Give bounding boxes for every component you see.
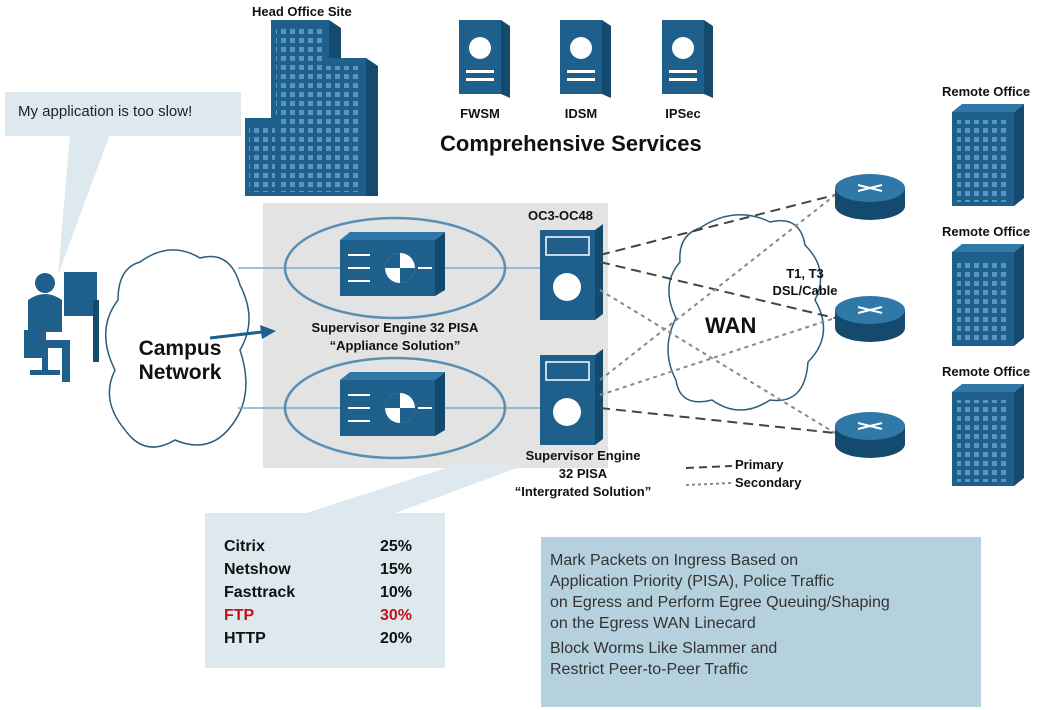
user-person-icon xyxy=(24,272,99,382)
wan-cloud xyxy=(667,214,825,411)
link-type-line2: DSL/Cable xyxy=(772,283,838,298)
stat-name: Netshow xyxy=(224,561,291,578)
legend-secondary-label: Secondary xyxy=(735,475,802,490)
services-title: Comprehensive Services xyxy=(440,131,702,156)
switch-bottom-icon xyxy=(540,349,603,445)
note-paragraph-1: Mark Packets on Ingress Based on Applica… xyxy=(550,552,890,632)
head-office-label: Head Office Site xyxy=(252,4,352,19)
campus-cloud xyxy=(104,249,250,448)
remote-office-2-building-icon xyxy=(952,244,1024,346)
pisa-integrated-appliance-icon xyxy=(340,372,445,436)
switch-top-icon xyxy=(540,224,603,320)
campus-arrow xyxy=(209,325,276,340)
ipsec-module-icon xyxy=(662,20,713,98)
legend-lines xyxy=(685,465,733,486)
stat-name: HTTP xyxy=(224,630,266,647)
remote-office-2-label: Remote Office xyxy=(942,224,1031,239)
link-type-line1: T1, T3 xyxy=(786,266,824,281)
remote-office-3-building-icon xyxy=(952,384,1024,486)
router-3-icon xyxy=(835,412,905,458)
service-label-ipsec: IPSec xyxy=(665,106,701,121)
fwsm-module-icon xyxy=(459,20,510,98)
oc-label: OC3-OC48 xyxy=(528,208,594,223)
integrated-label-line2: 32 PISA xyxy=(558,466,608,481)
stat-value: 15% xyxy=(380,561,413,578)
appliance-label-line1: Supervisor Engine 32 PISA xyxy=(311,320,479,335)
stat-name: Citrix xyxy=(224,538,265,555)
wan-label: WAN xyxy=(705,313,757,338)
pisa-appliance-icon xyxy=(340,232,445,296)
stat-name: FTP xyxy=(224,607,255,624)
legend-primary-label: Primary xyxy=(735,457,784,472)
stats-callout-pointer xyxy=(300,465,525,515)
note-paragraph-2: Block Worms Like Slammer and Restrict Pe… xyxy=(550,640,778,678)
router-2-icon xyxy=(835,296,905,342)
primary-links xyxy=(599,194,836,434)
integrated-ellipse xyxy=(283,356,507,460)
traffic-stats-box: Citrix 25% Netshow 15% Fasttrack 10% FTP… xyxy=(205,513,445,668)
speech-bubble-text: My application is too slow! xyxy=(18,103,193,120)
appliance-label-line2: “Appliance Solution” xyxy=(329,338,461,353)
stat-value: 30% xyxy=(380,607,413,624)
stat-value: 25% xyxy=(380,538,413,555)
pisa-description-note: Mark Packets on Ingress Based on Applica… xyxy=(541,537,981,707)
campus-line1: Campus xyxy=(138,337,222,360)
stat-value: 10% xyxy=(380,584,413,601)
secondary-links xyxy=(599,194,836,434)
service-label-idsm: IDSM xyxy=(564,106,598,121)
remote-office-1-label: Remote Office xyxy=(942,84,1031,99)
integrated-label-line1: Supervisor Engine xyxy=(525,448,641,463)
campus-line2: Network xyxy=(138,361,222,384)
appliance-ellipse xyxy=(283,216,507,320)
remote-office-3-label: Remote Office xyxy=(942,364,1031,379)
idsm-module-icon xyxy=(560,20,611,98)
router-1-icon xyxy=(835,174,905,220)
stat-value: 20% xyxy=(380,630,413,647)
stat-name: Fasttrack xyxy=(224,584,296,601)
service-label-fwsm: FWSM xyxy=(460,106,500,121)
speech-bubble xyxy=(5,92,241,275)
head-office-building-icon xyxy=(245,20,378,196)
integrated-label-line3: “Intergrated Solution” xyxy=(514,484,652,499)
campus-network-label: Campus Network xyxy=(120,337,240,385)
remote-office-1-building-icon xyxy=(952,104,1024,206)
